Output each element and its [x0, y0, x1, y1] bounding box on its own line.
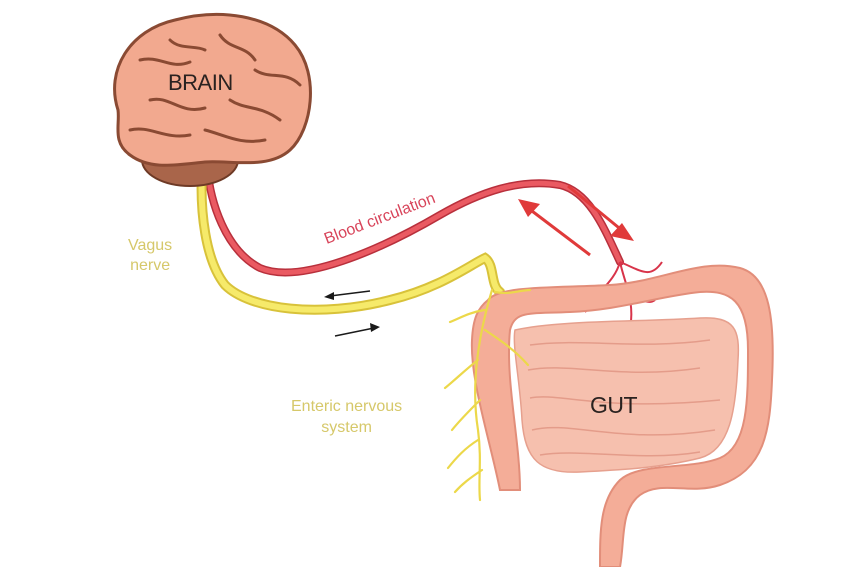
vagus-nerve — [196, 167, 505, 315]
brain-illustration — [113, 12, 312, 187]
arrow-down-right-icon — [610, 223, 634, 241]
enteric-label-line-1: Enteric nervous — [291, 398, 403, 415]
arrow-left-icon — [324, 292, 334, 300]
enteric-label-line-2: system — [321, 419, 372, 436]
vagus-nerve-label-line-1: Vagus — [128, 237, 173, 254]
gut-label: GUT — [590, 392, 638, 418]
arrow-right-icon — [370, 323, 380, 332]
brain-label: BRAIN — [168, 70, 233, 95]
arrow-up-left-icon — [518, 199, 540, 217]
blood-flow-arrows — [518, 184, 634, 257]
enteric-nervous-system-label: Enteric nervous system — [291, 396, 402, 438]
vagus-nerve-label-line-2: nerve — [130, 257, 171, 274]
enteric-nerves — [443, 288, 532, 502]
gut-illustration — [470, 264, 774, 567]
nerve-signal-arrows — [324, 290, 380, 337]
vagus-nerve-label: Vagus nerve — [128, 236, 172, 276]
